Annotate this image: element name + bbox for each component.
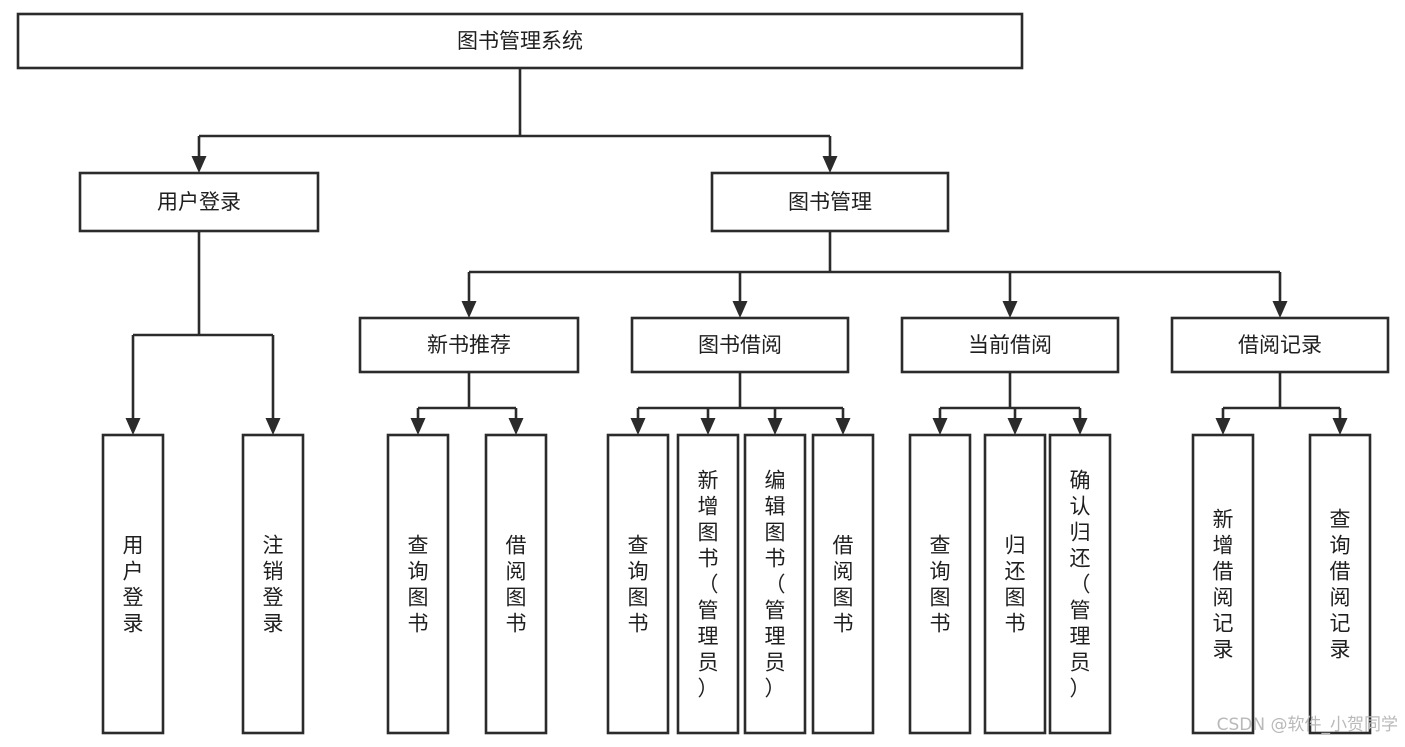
node-leaf-query-book-2[interactable]: 查询图书 bbox=[606, 433, 670, 735]
node-borrow-record[interactable]: 借阅记录 bbox=[1170, 316, 1390, 374]
connector-group-book-borrow bbox=[630, 372, 851, 435]
node-label-leaf-return-book: 归还图书 bbox=[1005, 533, 1026, 635]
node-leaf-query-record[interactable]: 查询借阅记录 bbox=[1308, 433, 1372, 735]
connector-group-current-borrow bbox=[932, 372, 1088, 435]
node-current-borrow[interactable]: 当前借阅 bbox=[900, 316, 1120, 374]
node-box-leaf-user-logout[interactable] bbox=[241, 433, 305, 735]
node-label-leaf-confirm-return: 确认归还（管理员） bbox=[1070, 468, 1091, 700]
arrow-head-icon bbox=[767, 418, 783, 435]
node-box-borrow-record[interactable] bbox=[1170, 316, 1390, 374]
node-label-leaf-edit-book: 编辑图书（管理员） bbox=[765, 468, 786, 700]
node-user-login[interactable]: 用户登录 bbox=[78, 171, 320, 233]
arrow-head-icon bbox=[1272, 301, 1288, 318]
node-label-leaf-query-record: 查询借阅记录 bbox=[1330, 507, 1351, 661]
node-box-leaf-borrow-book-1[interactable] bbox=[484, 433, 548, 735]
arrow-head-icon bbox=[700, 418, 716, 435]
node-label-book-borrow: 图书借阅 bbox=[698, 333, 782, 357]
arrow-head-icon bbox=[1007, 418, 1023, 435]
node-label-leaf-borrow-book-1: 借阅图书 bbox=[506, 533, 527, 635]
connector-layer bbox=[125, 68, 1348, 435]
node-label-current-borrow: 当前借阅 bbox=[968, 333, 1052, 357]
arrow-head-icon bbox=[265, 418, 281, 435]
node-box-user-login[interactable] bbox=[78, 171, 320, 233]
node-box-leaf-edit-book[interactable] bbox=[743, 433, 807, 735]
node-box-root[interactable] bbox=[16, 12, 1024, 70]
node-book-borrow[interactable]: 图书借阅 bbox=[630, 316, 850, 374]
connector-group-new-book-recommend bbox=[410, 372, 524, 435]
node-box-leaf-add-book[interactable] bbox=[676, 433, 740, 735]
arrow-head-icon bbox=[410, 418, 426, 435]
node-box-book-borrow[interactable] bbox=[630, 316, 850, 374]
node-leaf-borrow-book-1[interactable]: 借阅图书 bbox=[484, 433, 548, 735]
node-book-manage[interactable]: 图书管理 bbox=[710, 171, 950, 233]
node-label-leaf-query-book-3: 查询图书 bbox=[930, 533, 951, 635]
node-label-leaf-user-logout: 注销登录 bbox=[263, 533, 284, 635]
node-label-leaf-query-book-2: 查询图书 bbox=[628, 533, 649, 635]
node-box-leaf-query-record[interactable] bbox=[1308, 433, 1372, 735]
arrow-head-icon bbox=[1215, 418, 1231, 435]
arrow-head-icon bbox=[822, 156, 838, 173]
node-box-current-borrow[interactable] bbox=[900, 316, 1120, 374]
connector-group-book-manage bbox=[461, 231, 1288, 318]
node-box-leaf-query-book-1[interactable] bbox=[386, 433, 450, 735]
node-label-leaf-add-record: 新增借阅记录 bbox=[1213, 507, 1234, 661]
node-label-leaf-borrow-book-2: 借阅图书 bbox=[833, 533, 854, 635]
node-label-leaf-add-book: 新增图书（管理员） bbox=[698, 468, 719, 700]
node-label-borrow-record: 借阅记录 bbox=[1238, 333, 1322, 357]
arrow-head-icon bbox=[630, 418, 646, 435]
arrow-head-icon bbox=[125, 418, 141, 435]
node-box-leaf-confirm-return[interactable] bbox=[1048, 433, 1112, 735]
node-leaf-borrow-book-2[interactable]: 借阅图书 bbox=[811, 433, 875, 735]
node-box-new-book-recommend[interactable] bbox=[358, 316, 580, 374]
connector-group-user-login bbox=[125, 231, 281, 435]
arrow-head-icon bbox=[191, 156, 207, 173]
node-label-book-manage: 图书管理 bbox=[788, 190, 872, 214]
arrow-head-icon bbox=[508, 418, 524, 435]
arrow-head-icon bbox=[1072, 418, 1088, 435]
node-label-new-book-recommend: 新书推荐 bbox=[427, 333, 511, 357]
csdn-watermark: CSDN @软件_小贺同学 bbox=[1217, 715, 1398, 735]
arrow-head-icon bbox=[835, 418, 851, 435]
arrow-head-icon bbox=[932, 418, 948, 435]
node-leaf-add-record[interactable]: 新增借阅记录 bbox=[1191, 433, 1255, 735]
node-box-leaf-query-book-2[interactable] bbox=[606, 433, 670, 735]
node-leaf-query-book-3[interactable]: 查询图书 bbox=[908, 433, 972, 735]
node-leaf-query-book-1[interactable]: 查询图书 bbox=[386, 433, 450, 735]
node-label-leaf-query-book-1: 查询图书 bbox=[408, 533, 429, 635]
node-box-leaf-return-book[interactable] bbox=[983, 433, 1047, 735]
connector-group-borrow-record bbox=[1215, 372, 1348, 435]
node-leaf-edit-book[interactable]: 编辑图书（管理员） bbox=[743, 433, 807, 735]
node-label-leaf-user-login: 用户登录 bbox=[123, 533, 144, 635]
arrow-head-icon bbox=[461, 301, 477, 318]
node-leaf-user-logout[interactable]: 注销登录 bbox=[241, 433, 305, 735]
node-box-leaf-user-login[interactable] bbox=[101, 433, 165, 735]
connector-group-root bbox=[191, 68, 838, 173]
node-box-book-manage[interactable] bbox=[710, 171, 950, 233]
node-leaf-confirm-return[interactable]: 确认归还（管理员） bbox=[1048, 433, 1112, 735]
node-label-root: 图书管理系统 bbox=[457, 29, 583, 53]
node-box-leaf-add-record[interactable] bbox=[1191, 433, 1255, 735]
node-layer: 图书管理系统用户登录图书管理新书推荐图书借阅当前借阅借阅记录用户登录注销登录查询… bbox=[16, 12, 1390, 735]
node-label-user-login: 用户登录 bbox=[157, 190, 241, 214]
arrow-head-icon bbox=[732, 301, 748, 318]
node-leaf-user-login[interactable]: 用户登录 bbox=[101, 433, 165, 735]
arrow-head-icon bbox=[1002, 301, 1018, 318]
node-leaf-return-book[interactable]: 归还图书 bbox=[983, 433, 1047, 735]
node-box-leaf-query-book-3[interactable] bbox=[908, 433, 972, 735]
node-box-leaf-borrow-book-2[interactable] bbox=[811, 433, 875, 735]
node-root[interactable]: 图书管理系统 bbox=[16, 12, 1024, 70]
node-new-book-recommend[interactable]: 新书推荐 bbox=[358, 316, 580, 374]
arrow-head-icon bbox=[1332, 418, 1348, 435]
node-leaf-add-book[interactable]: 新增图书（管理员） bbox=[676, 433, 740, 735]
